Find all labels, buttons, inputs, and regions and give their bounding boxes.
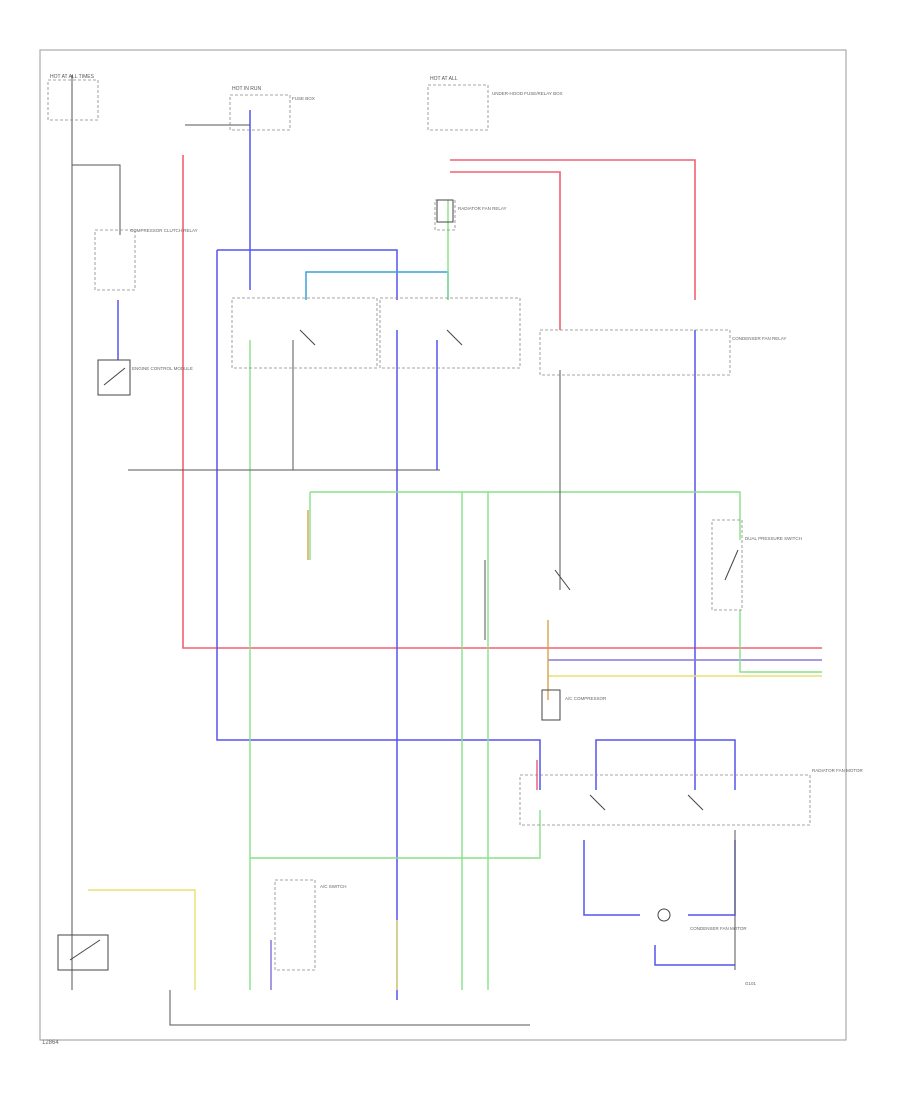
ac-switch-box (274, 879, 316, 971)
pressure-switch-icon (724, 549, 739, 581)
green-wire-right-bus (739, 610, 822, 673)
label-hot-all-left: HOT AT ALL TIMES (50, 74, 95, 80)
relay-switch-5 (687, 794, 704, 811)
ecm-switch-icon (103, 367, 126, 386)
fuse-box-left (47, 79, 99, 121)
relay-box-left (231, 297, 378, 369)
light-blue-wires (305, 271, 449, 300)
label-radiator-motor: RADIATOR FAN MOTOR (812, 768, 864, 773)
diagram-footer-id: 12864 (42, 1040, 59, 1046)
fuse-box-run (229, 94, 291, 131)
component-boxes (47, 79, 811, 971)
red-wire-left-feed (182, 155, 822, 649)
relay-switch-4 (589, 794, 606, 811)
label-compressor-relay: COMPRESSOR CLUTCH RELAY (130, 228, 198, 233)
label-fuse-box-2: UNDER-HOOD FUSE/RELAY BOX (492, 91, 563, 96)
label-fan-relay: CONDENSER FAN RELAY (732, 336, 786, 341)
blue-wire-bottom-right (688, 840, 736, 916)
red-wire-top-mid (450, 171, 561, 330)
motor-switch-bottom-left (69, 939, 101, 961)
relay-coil-icon (436, 199, 454, 223)
label-radiator-relay: RADIATOR FAN RELAY (458, 206, 507, 211)
fuse-box-top (427, 84, 489, 131)
components (57, 199, 739, 971)
relay-switch-3 (554, 569, 571, 591)
condenser-fan-icon (657, 908, 671, 922)
label-hot-all-top: HOT AT ALL (430, 76, 458, 82)
green-wires (249, 200, 822, 990)
label-hot-in-run: HOT IN RUN (232, 86, 261, 92)
red-wires (182, 155, 822, 649)
diagram-frame (39, 49, 847, 1041)
engine-ecm-icon (97, 359, 131, 396)
red-wire-top-right (450, 159, 696, 300)
blue-wire-top (217, 249, 398, 300)
green-wire-top-bus (310, 491, 741, 540)
label-engine-ecm: ENGINE CONTROL MODULE (132, 366, 193, 371)
blue-wire-fan-loop (595, 739, 736, 790)
orange-wires (307, 510, 549, 700)
label-condenser-motor: CONDENSER FAN MOTOR (690, 926, 747, 931)
violet-wires (270, 659, 822, 990)
blue-wires (117, 110, 736, 1000)
labels: HOT AT ALL TIMES HOT IN RUN HOT AT ALL F… (50, 74, 864, 986)
blue-wire-motor (654, 945, 735, 966)
condenser-relay-box (519, 774, 811, 826)
black-wire-bottom-ret (169, 990, 530, 1026)
label-ac-compressor: A/C COMPRESSOR (565, 696, 607, 701)
pressure-switch-box (711, 519, 743, 611)
relay-switch-1 (299, 329, 316, 346)
black-wires (71, 75, 736, 1026)
fuse-relay-box (539, 329, 731, 376)
relay-switch-2 (446, 329, 463, 346)
label-g101: G101 (745, 981, 757, 986)
blue-wire-bottom-loop (583, 840, 640, 916)
yellow-wires (88, 675, 822, 990)
black-wire-left-top (72, 164, 121, 235)
label-dual-pressure: DUAL PRESSURE SWITCH (745, 536, 802, 541)
compressor-box (94, 229, 136, 291)
label-ac-switch: A/C SWITCH (320, 884, 347, 889)
label-fuse-box-1: FUSE BOX (292, 96, 315, 101)
light-blue-wire (305, 271, 449, 300)
blue-wire-outer-loop (216, 250, 541, 790)
motor-icon-bottom-left (57, 934, 109, 971)
compressor-icon (541, 689, 561, 721)
yellow-wire-bottom-left (88, 889, 196, 990)
relay-box-right (379, 297, 521, 369)
green-wire-bottom-bus (250, 810, 541, 859)
radiator-relay-box (434, 199, 456, 231)
